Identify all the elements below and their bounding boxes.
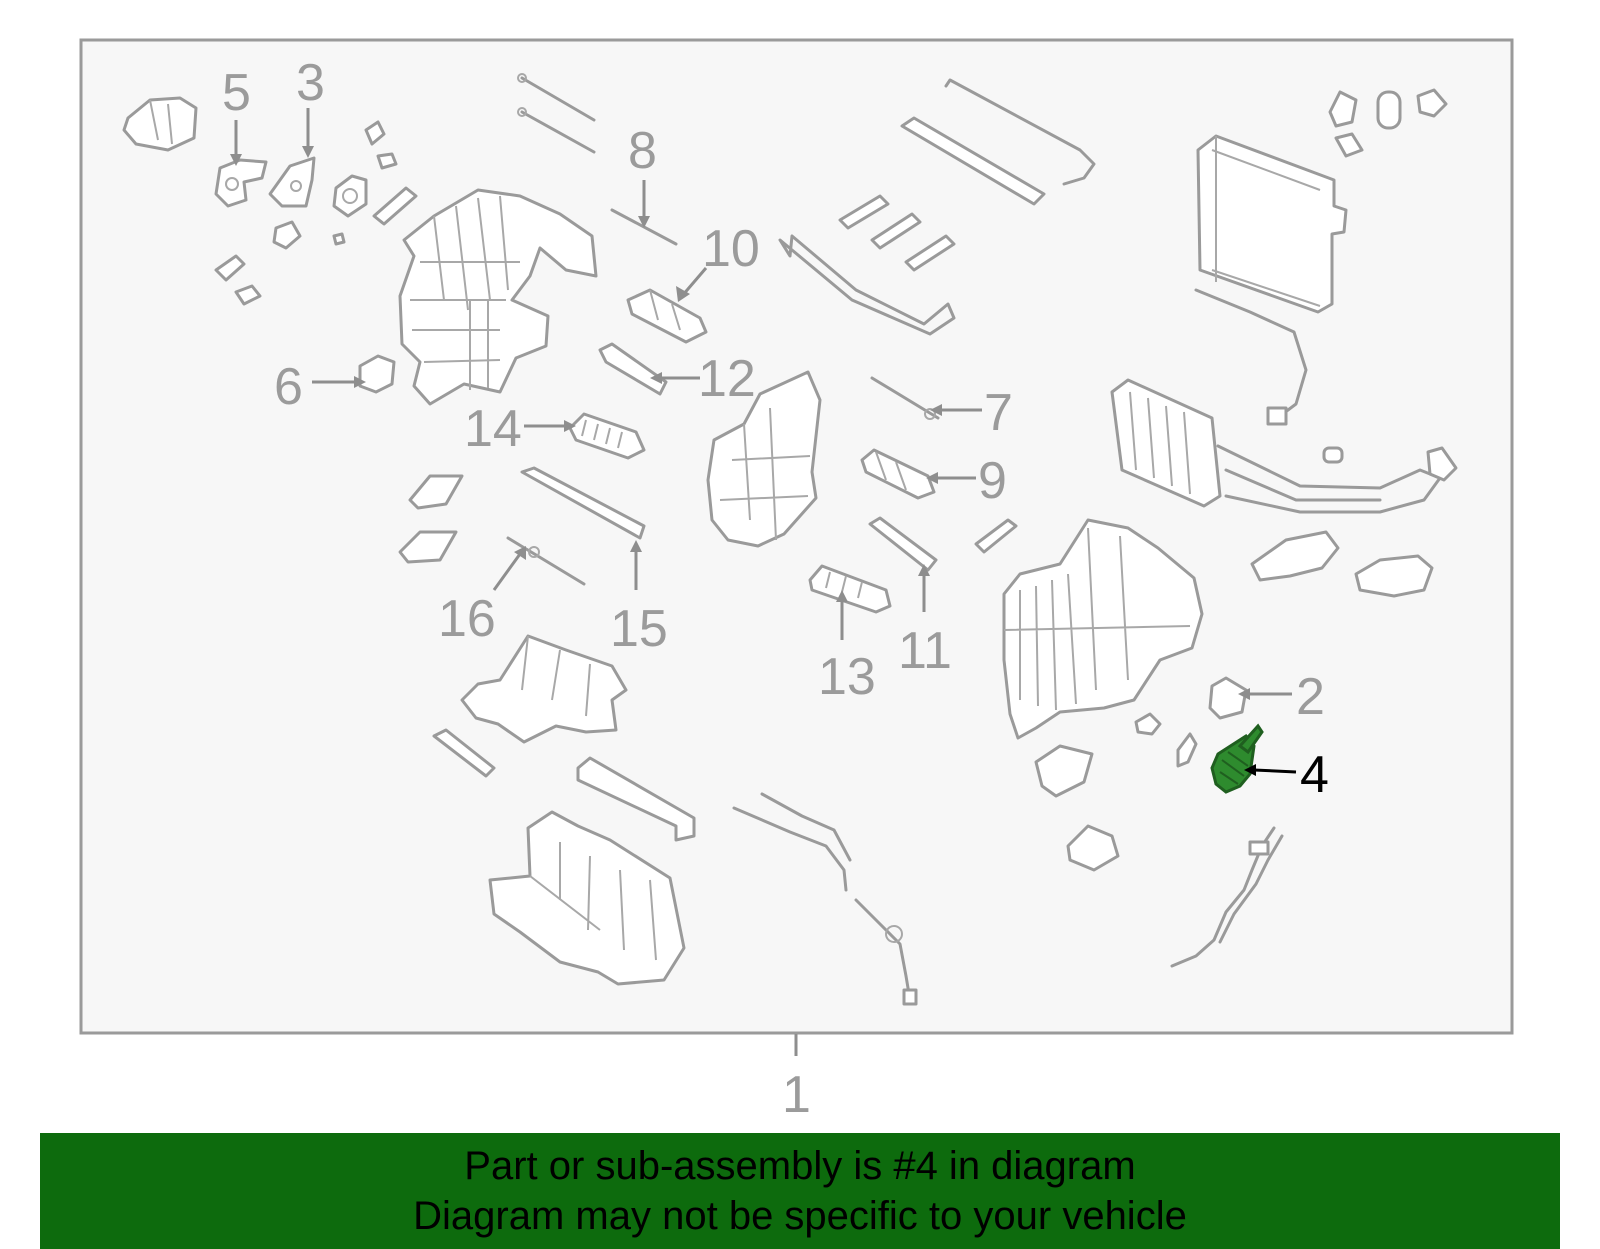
part-grille-13	[808, 564, 892, 614]
part-ducts-right	[1250, 530, 1434, 598]
callout-10: 10	[702, 220, 760, 278]
callout-3: 3	[296, 54, 325, 112]
callout-6: 6	[274, 358, 303, 416]
callout-13: 13	[818, 648, 876, 706]
part-seal-strip-top	[900, 78, 1096, 206]
part-evaporator	[1194, 134, 1348, 426]
callout-15: 15	[610, 600, 668, 658]
callout-5: 5	[222, 64, 251, 122]
part-grille-14	[568, 412, 646, 460]
part-bracket-lower-mid	[576, 756, 696, 842]
callout-2: 2	[1296, 668, 1325, 726]
part-hvac-case-upper-left	[398, 188, 598, 406]
part-harness-bottom-center	[732, 792, 918, 1006]
part-lower-case-left	[460, 634, 628, 744]
part-door-11	[868, 516, 938, 572]
callout-4-highlighted: 4	[1300, 746, 1329, 804]
part-center-housing	[706, 370, 822, 548]
part-clips-top-right	[1328, 88, 1448, 158]
callout-9: 9	[978, 452, 1007, 510]
callout-11: 11	[898, 622, 952, 680]
part-actuator-3	[268, 156, 316, 208]
part-duct-top-left	[122, 96, 198, 152]
banner-disclaimer-text: Diagram may not be specific to your vehi…	[413, 1194, 1187, 1238]
callout-8: 8	[628, 122, 657, 180]
callout-7: 7	[984, 384, 1013, 442]
callout-14: 14	[464, 400, 522, 458]
banner-part-number-text: Part or sub-assembly is #4 in diagram	[464, 1144, 1136, 1188]
part-bottom-case	[488, 810, 686, 986]
part-door-12	[598, 342, 668, 396]
part-vent-clips-left	[398, 474, 464, 564]
callout-16: 16	[438, 590, 496, 648]
part-door-10	[626, 288, 708, 344]
part-actuator-4-highlighted	[1210, 723, 1264, 794]
part-actuator-5	[214, 158, 268, 208]
leader-lines	[230, 108, 1297, 1056]
part-door-9	[860, 448, 936, 500]
part-small-rod-center-right	[974, 518, 1018, 554]
part-hvac-case-right	[1002, 518, 1204, 740]
part-rod-7	[870, 376, 940, 420]
part-gasket-frame-center	[778, 194, 956, 336]
callout-12: 12	[698, 350, 756, 408]
part-actuator-2	[1208, 676, 1248, 720]
part-strip-15	[520, 466, 646, 540]
part-heater-core	[1110, 378, 1458, 514]
part-harness-bottom-right	[1170, 826, 1284, 968]
part-actuator-6	[358, 354, 396, 394]
info-banner: Part or sub-assembly is #4 in diagram Di…	[40, 1133, 1560, 1249]
part-small-clip-group	[214, 120, 418, 306]
callout-1: 1	[782, 1066, 811, 1124]
part-rod-16	[506, 536, 586, 586]
part-strip-lower-left	[432, 728, 496, 778]
part-small-parts-right-lower	[1034, 712, 1198, 872]
